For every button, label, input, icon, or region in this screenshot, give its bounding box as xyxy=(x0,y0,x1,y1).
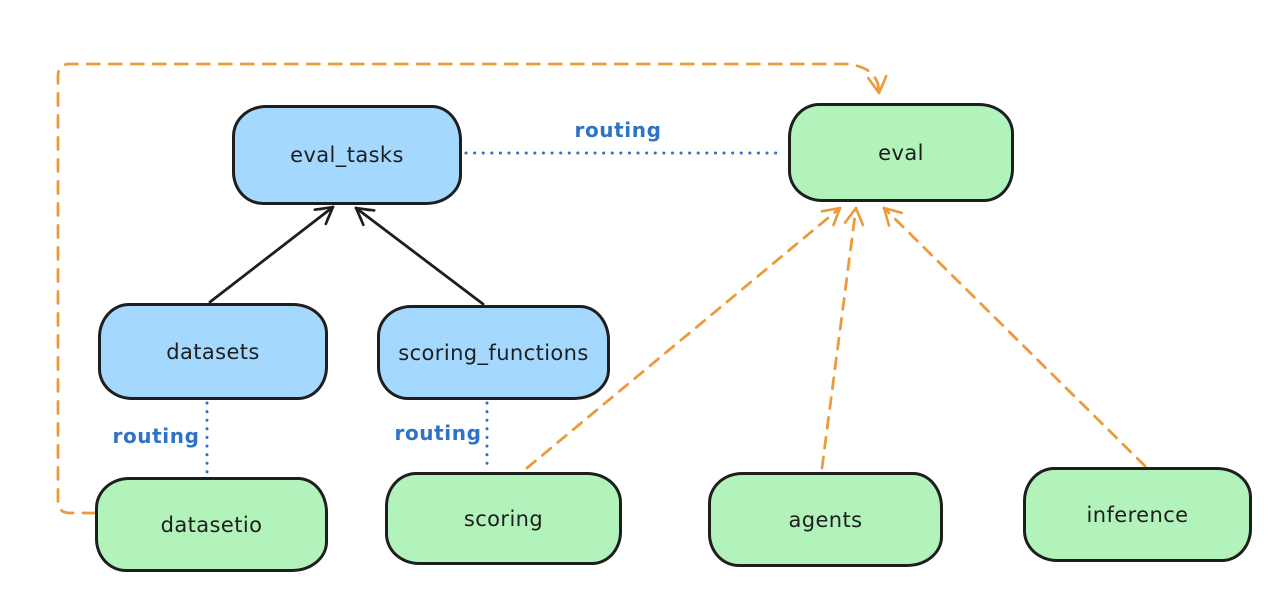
node-eval: eval xyxy=(788,103,1014,202)
node-eval-label: eval xyxy=(878,140,924,165)
node-scoring-functions-label: scoring_functions xyxy=(398,340,589,365)
node-inference-label: inference xyxy=(1086,502,1189,527)
node-inference: inference xyxy=(1023,467,1252,562)
node-scoring-label: scoring xyxy=(463,506,544,531)
routing-label-scoring-functions-scoring: routing xyxy=(394,421,482,445)
edge-agents-to-eval xyxy=(820,206,865,470)
node-scoring: scoring xyxy=(385,472,622,565)
routing-label-datasets-datasetio: routing xyxy=(112,424,200,448)
node-eval-tasks: eval_tasks xyxy=(232,105,462,205)
node-datasets: datasets xyxy=(98,303,328,400)
node-eval-tasks-label: eval_tasks xyxy=(290,143,404,167)
node-scoring-functions: scoring_functions xyxy=(377,305,610,400)
edge-datasets-to-eval-tasks xyxy=(208,205,335,304)
edge-scoring-functions-to-eval-tasks xyxy=(354,206,485,306)
routing-label-eval-tasks-eval: routing xyxy=(574,118,662,142)
node-agents: agents xyxy=(708,472,943,567)
node-datasetio: datasetio xyxy=(95,477,328,572)
node-agents-label: agents xyxy=(788,507,863,532)
node-datasetio-label: datasetio xyxy=(160,512,263,537)
edge-inference-to-eval xyxy=(882,206,1147,468)
node-datasets-label: datasets xyxy=(166,339,260,364)
